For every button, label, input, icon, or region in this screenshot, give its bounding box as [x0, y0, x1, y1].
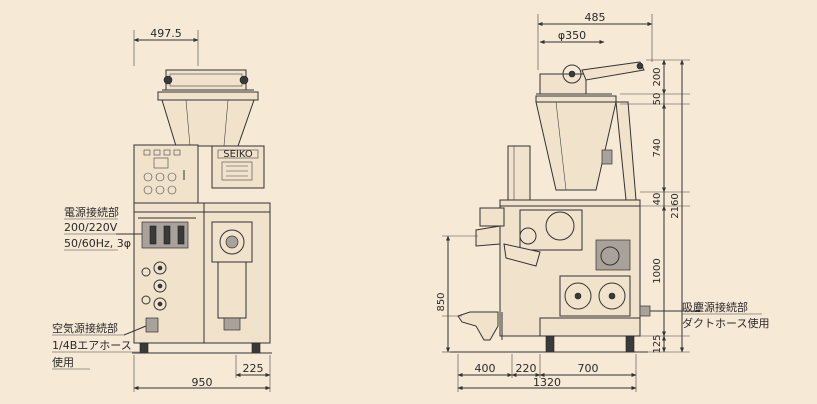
side-h-850: 850 [436, 292, 447, 311]
side-feeder-wheel [545, 211, 575, 241]
side-w-700: 700 [578, 362, 599, 375]
side-arm [581, 61, 645, 81]
side-w-220: 220 [516, 362, 537, 375]
front-base-width: 950 [192, 376, 213, 389]
side-h-125: 125 [652, 334, 663, 353]
power-note-line3: 50/60Hz, 3φ [64, 237, 131, 250]
side-w-400: 400 [475, 362, 496, 375]
side-h-40: 40 [652, 193, 663, 206]
side-dust-port [639, 305, 651, 317]
side-leg-left [545, 335, 555, 353]
side-leg-right [625, 335, 635, 353]
front-air-fitting [145, 317, 159, 333]
air-note-line3: 使用 [52, 356, 74, 369]
front-leg-right [251, 342, 261, 354]
front-right-offset: 225 [243, 362, 264, 375]
side-view: 485 φ350 200 50 740 40 1000 125 2160 [436, 11, 769, 392]
side-h-740: 740 [652, 138, 663, 157]
side-column [507, 145, 531, 207]
front-control-panel [133, 144, 199, 204]
side-diameter: φ350 [558, 29, 586, 42]
side-w-1320: 1320 [533, 376, 561, 389]
air-note-line1: 空気源接続部 [52, 321, 118, 335]
side-hopper [535, 101, 617, 191]
air-note-line2: 1/4Bエアホース [52, 339, 132, 352]
side-motor-left [564, 282, 592, 310]
dust-note-line1: 吸塵源接続部 [682, 300, 748, 314]
panel-label: SEIKO [223, 149, 253, 160]
side-h-200: 200 [652, 67, 663, 86]
side-bag-clamp [457, 311, 499, 341]
side-top-width: 485 [585, 11, 606, 24]
power-note-line2: 200/220V [64, 221, 118, 234]
dust-note-line2: ダクトホース使用 [682, 316, 769, 330]
side-gear-box [595, 239, 631, 271]
front-leg-left [139, 342, 149, 354]
side-motor-right [598, 282, 626, 310]
front-feeder-wheel [219, 229, 245, 255]
front-scale-panel [211, 145, 265, 189]
front-top-width: 497.5 [150, 27, 182, 40]
front-view: SEIKO [52, 27, 272, 392]
power-note-line1: 電源接続部 [64, 205, 119, 219]
front-hopper [161, 99, 255, 147]
front-top-frame [165, 69, 247, 91]
side-h-2160: 2160 [670, 193, 681, 218]
side-h-50: 50 [652, 93, 663, 106]
side-h-1000: 1000 [652, 258, 663, 283]
